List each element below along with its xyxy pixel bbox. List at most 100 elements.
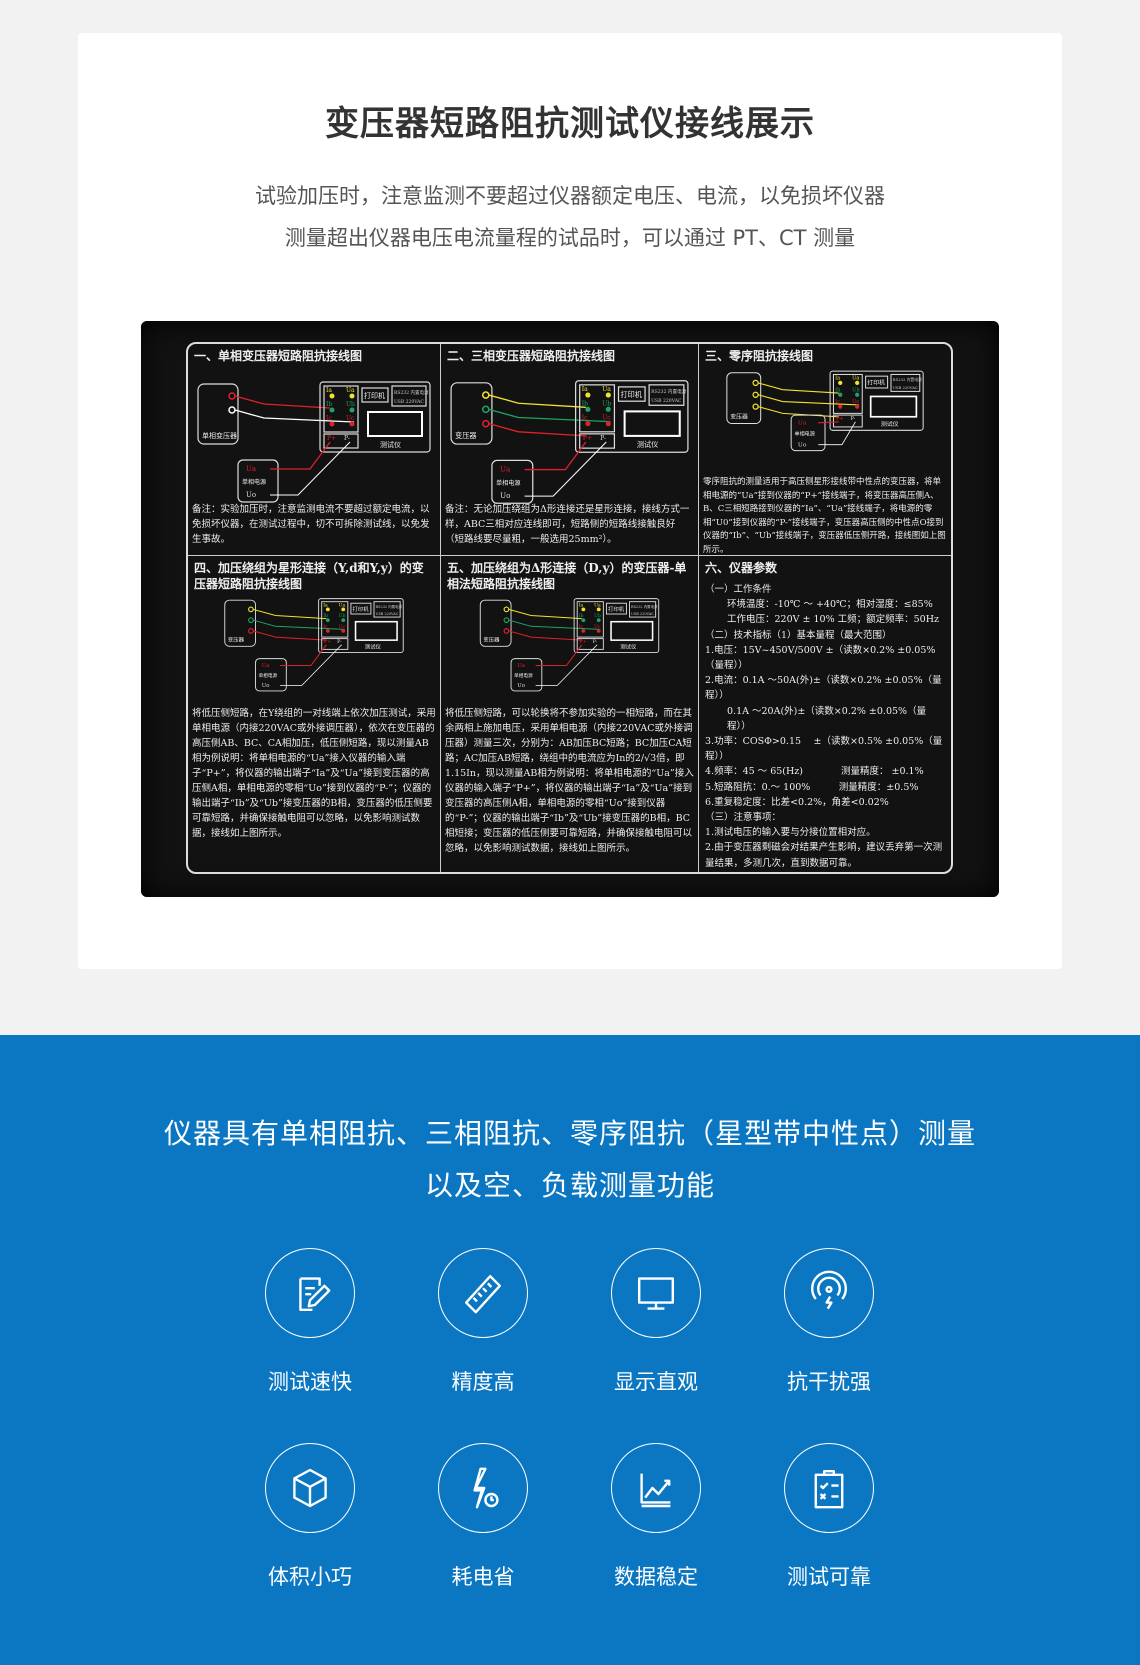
source-lead <box>280 644 342 686</box>
ports-label: USB 220VAC <box>893 385 918 390</box>
terminal-dot <box>503 628 510 634</box>
source-lead <box>535 644 583 667</box>
cell-note: 备注：实验加压时，注意监测电流不要超过额定电流，以免损坏仪器，在测试过程中，切不… <box>192 504 430 545</box>
param-line: 3.功率：COSΦ>0.15 ±（读数×0.5% ±0.05%（量程）） <box>705 736 943 763</box>
source-terminal-label: Uo <box>246 491 256 499</box>
terminal-label: Ua <box>346 387 355 394</box>
terminal-label: Ub <box>339 613 346 619</box>
instrument-label: 测试仪 <box>881 420 899 428</box>
terminal-label: Ua <box>594 602 601 608</box>
terminal-label: P- <box>593 639 598 645</box>
cell-title: 一、单相变压器短路阻抗接线图 <box>194 349 363 363</box>
terminal-label: Uc <box>339 624 346 630</box>
ports-label: RS232 内置电源 <box>893 377 922 382</box>
terminal-label: P+ <box>327 435 336 442</box>
source-label: 单相电源 <box>496 479 520 487</box>
terminal-jack <box>329 407 335 413</box>
printer-box <box>617 386 646 402</box>
features-section <box>0 1035 1140 1665</box>
cell-note: 零序阻抗的测量适用于高压侧星形接线带中性点的变压器，将单相电源的“Ua”接到仪器… <box>703 477 946 555</box>
features-headline-2: 以及空、负载测量功能 <box>424 1169 715 1202</box>
source-terminal-label: Ua <box>517 663 526 669</box>
ports-box <box>629 601 657 618</box>
terminal-label: Ub <box>594 613 601 619</box>
terminal-jack <box>325 607 330 612</box>
display-screen <box>610 620 654 641</box>
feature-icon-circle <box>265 1443 355 1533</box>
terminal-block <box>832 373 863 414</box>
terminal-block <box>321 601 349 638</box>
terminal-label: Ia <box>835 376 840 382</box>
source-lead <box>524 441 607 497</box>
terminal-label: P+ <box>583 435 592 442</box>
printer-label: 打印机 <box>608 605 625 613</box>
terminal-label: Ia <box>579 602 584 608</box>
cell-note: 备注：无论加压绕组为Δ形连接还是星形连接，接线方式一样，ABC三相对应连线即可，… <box>445 504 690 545</box>
printer-box <box>865 375 889 389</box>
feature-icon-circle <box>784 1443 874 1533</box>
terminal-jack <box>325 629 330 633</box>
transformer-label: 变压器 <box>483 636 500 644</box>
panel-cell-6-params: 六、仪器参数（一）工作条件环境温度：-10℃ ～ +40℃；相对湿度：≤85%工… <box>699 556 951 872</box>
ports-label: USB 220VAC <box>651 398 682 404</box>
instrument-box <box>318 598 404 653</box>
display-screen <box>869 395 918 418</box>
ports-label: RS232 内置电源 <box>394 389 429 396</box>
terminal-jack <box>596 629 601 633</box>
ports-label: RS232 内置电源 <box>376 604 403 609</box>
instrument-label: 测试仪 <box>637 440 658 449</box>
feature-label: 数据稳定 <box>614 1565 698 1589</box>
instrument-label: 测试仪 <box>380 440 401 449</box>
cell-title: 三、零序阻抗接线图 <box>705 349 814 363</box>
terminal-jack <box>596 618 601 623</box>
feature-item: 测试可靠 <box>749 1443 909 1591</box>
terminal-jack <box>341 607 346 612</box>
test-lead <box>758 394 859 406</box>
lightning-clock-icon <box>473 1467 499 1509</box>
test-lead <box>253 630 327 641</box>
transformer-label: 变压器 <box>455 431 476 440</box>
printer-box <box>361 387 389 403</box>
feature-item: 数据稳定 <box>576 1443 736 1591</box>
source-lead <box>818 421 856 446</box>
terminal-label: Ic <box>579 624 584 630</box>
clipboard-check-icon <box>814 1470 844 1509</box>
source-terminal-label: Uo <box>798 442 807 448</box>
display-screen <box>354 620 398 641</box>
terminal-jack <box>581 629 586 633</box>
param-line: 0.1A ～20A(外)±（读数×0.2% ±0.05%（量程）） <box>727 705 927 732</box>
power-terminal-block <box>323 433 359 449</box>
test-lead <box>508 608 582 620</box>
terminal-jack <box>585 406 591 412</box>
cell-note: 将低压侧短路，可以轮换将不参加实验的一相短路，而在其余两相上施加电压，采用单相电… <box>445 708 694 854</box>
terminal-jack <box>341 629 346 633</box>
feature-icon-circle <box>265 1248 355 1338</box>
terminal-jack <box>596 607 601 612</box>
terminal-label: P+ <box>580 639 587 645</box>
cell-title: 二、三相变压器短路阻抗接线图 <box>447 349 616 363</box>
terminal-label: Ia <box>323 602 328 608</box>
transformer-box <box>450 382 493 445</box>
power-terminal-block <box>579 433 616 449</box>
terminal-jack <box>585 392 591 398</box>
transformer-box <box>479 599 512 647</box>
instrument-box <box>575 380 689 453</box>
feature-label: 精度高 <box>451 1370 515 1394</box>
terminal-jack <box>349 393 355 399</box>
test-lead <box>508 619 601 630</box>
source-terminal-label: Ua <box>798 420 807 426</box>
printer-box <box>350 602 372 615</box>
instrument-label: 测试仪 <box>365 643 382 651</box>
test-lead <box>253 619 345 630</box>
source-lead <box>524 441 587 471</box>
terminal-label: Ic <box>326 415 332 422</box>
ports-box <box>890 373 921 392</box>
terminal-dot <box>248 606 254 613</box>
terminal-label: Ia <box>326 387 332 394</box>
terminal-block <box>323 385 359 433</box>
terminal-label: Ic <box>323 624 328 630</box>
power-source-box <box>790 414 826 452</box>
